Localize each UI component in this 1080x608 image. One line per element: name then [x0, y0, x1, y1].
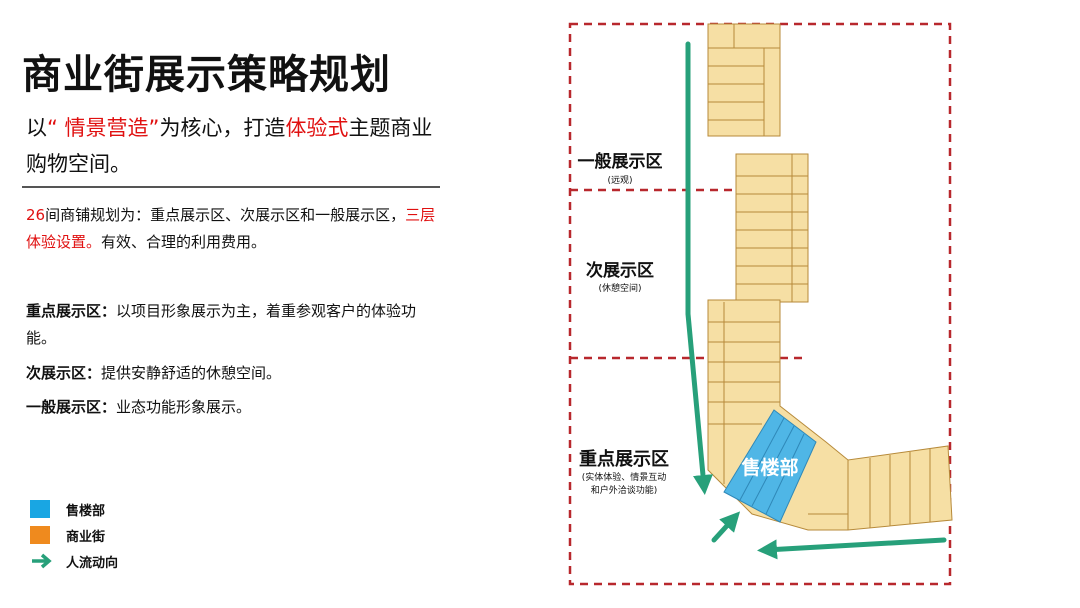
subtitle-text-3: 主题商业购物空间。: [26, 116, 433, 176]
sales-office-grid: [739, 417, 805, 515]
shop-count: 26: [26, 206, 46, 224]
arrow-right-icon: [32, 553, 52, 569]
legend-label-sales-office: 售楼部: [66, 503, 106, 519]
zone-label-bg-general: [572, 148, 676, 188]
zone-note-secondary: (休憩空间): [598, 282, 641, 294]
desc-key-zone-text: 以项目形象展示为主，着重参观客户的体验功能。: [26, 302, 417, 347]
summary-highlight: 三层体验设置。: [26, 206, 436, 251]
divider: [22, 186, 440, 188]
zone-label-general: 一般展示区: [578, 151, 663, 172]
flow-arrow-left: [757, 537, 947, 560]
page-title: 商业街展示策略规划: [22, 52, 391, 98]
shopping-street-swatch: [30, 526, 50, 544]
subtitle: 以“ 情景营造”为核心，打造体验式主题商业购物空间。: [26, 110, 436, 182]
desc-general-zone: 一般展示区：业态功能形象展示。: [26, 394, 436, 421]
subtitle-highlight-2: 体验式: [285, 116, 349, 140]
zone-label-secondary: 次展示区: [586, 260, 654, 281]
zone-note-general: (远观): [607, 175, 632, 186]
desc-secondary-zone: 次展示区：提供安静舒适的休憩空间。: [26, 360, 436, 387]
flow-arrow-down: [685, 41, 713, 495]
summary-part-2: 有效、合理的利用费用。: [101, 233, 267, 251]
desc-secondary-zone-text: 提供安静舒适的休憩空间。: [101, 364, 282, 382]
subtitle-highlight-1: “ 情景营造”: [47, 116, 160, 140]
legend-label-shopping-street: 商业街: [66, 529, 106, 545]
legend-item-shopping-street: 商业街: [30, 522, 118, 548]
shop-block-secondary-zone: [735, 153, 809, 303]
subtitle-text-2: 为核心，打造: [159, 116, 286, 140]
sales-office-label: 售楼部: [740, 456, 798, 479]
desc-general-zone-label: 一般展示区：: [26, 398, 117, 416]
summary-text: 26间商铺规划为：重点展示区、次展示区和一般展示区，三层体验设置。有效、合理的利…: [26, 202, 446, 256]
flow-arrow-entrance: [711, 511, 741, 543]
legend-item-sales-office: 售楼部: [30, 496, 118, 522]
zone-note-key-2: 和户外洽谈功能): [591, 484, 658, 496]
sales-office-block: [723, 409, 817, 523]
legend: 售楼部 商业街 人流动向: [30, 496, 118, 574]
desc-key-zone: 重点展示区：以项目形象展示为主，着重参观客户的体验功能。: [26, 298, 436, 352]
people-flow-arrows: [685, 41, 947, 560]
zone-label-key: 重点展示区: [579, 448, 669, 470]
desc-general-zone-text: 业态功能形象展示。: [116, 398, 252, 416]
summary-part-1: 间商铺规划为：重点展示区、次展示区和一般展示区，: [45, 206, 406, 224]
legend-item-people-flow: 人流动向: [30, 548, 118, 574]
site-plan-diagram: 售楼部 一般展示区 (远观) 次展示区 (休憩空间) 重点展示区 (实体体验、情…: [568, 22, 953, 586]
legend-label-people-flow: 人流动向: [66, 555, 119, 571]
desc-secondary-zone-label: 次展示区：: [26, 364, 102, 382]
sales-office-swatch: [30, 500, 50, 518]
desc-key-zone-label: 重点展示区：: [26, 302, 117, 320]
zone-label-bg-key: [572, 442, 680, 502]
zone-note-key-1: (实体体验、情景互动: [582, 471, 667, 483]
shop-block-general-zone: [707, 23, 781, 137]
subtitle-text-1: 以: [26, 116, 47, 140]
